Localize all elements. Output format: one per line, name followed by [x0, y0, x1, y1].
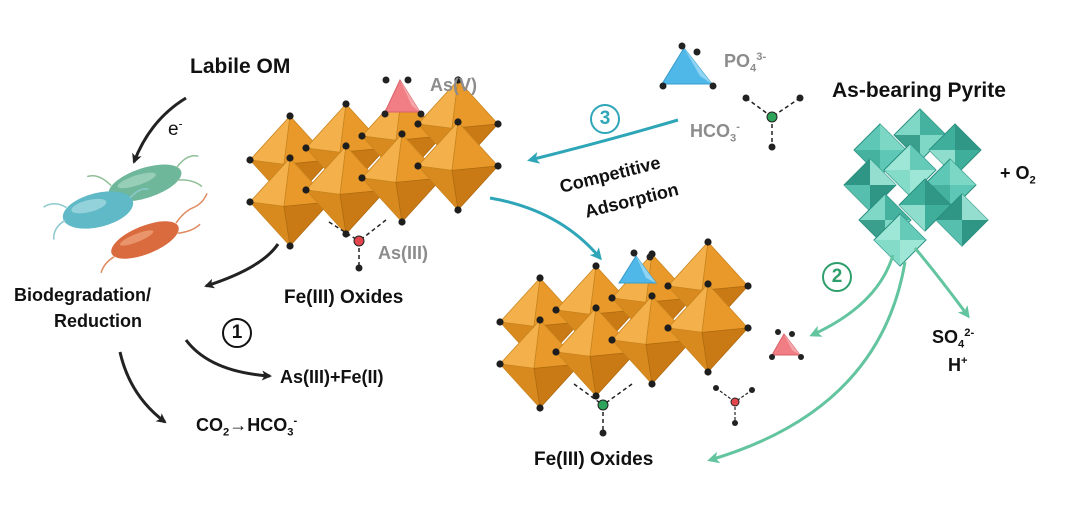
proton-label: H+ — [948, 355, 968, 375]
fe-oxide-sheet-left — [246, 76, 502, 250]
arrow-pyrite-to-as5 — [809, 254, 895, 337]
arrow-to-co2 — [118, 351, 167, 424]
pyrite-cluster — [843, 108, 989, 267]
arrow-to-products — [184, 339, 272, 381]
hco3-pendant-right — [573, 383, 633, 437]
arrow-pyrite-to-sulfate — [913, 247, 970, 319]
as5-label: As(V) — [430, 75, 478, 95]
bacteria-cluster — [43, 155, 208, 274]
arrow-pyrite-to-oxide — [707, 261, 907, 464]
arrow-oxide-to-biodegradation — [204, 243, 280, 289]
products-label: As(III)+Fe(II) — [280, 367, 384, 387]
electron-label: e- — [168, 117, 183, 140]
pyrite-label: As-bearing Pyrite — [832, 79, 1006, 102]
as3-pendant-left — [328, 219, 387, 272]
o2-label: + O2 — [1000, 163, 1036, 187]
fe-oxides-right-label: Fe(III) Oxides — [534, 449, 654, 470]
as3-released — [713, 385, 755, 426]
as5-released — [769, 329, 804, 360]
co2-label: CO2→HCO3- — [196, 415, 298, 439]
step-one-marker: 1 — [222, 318, 252, 348]
arrow-competitive-adsorption — [527, 118, 679, 164]
arrow-om-to-bacteria — [132, 96, 187, 164]
labile-om-label: Labile OM — [190, 55, 291, 78]
sulfate-label: SO42- — [932, 327, 975, 351]
as3-label: As(III) — [378, 243, 429, 263]
as5-tetrahedron — [381, 76, 425, 118]
po4-label: PO43- — [724, 51, 767, 75]
fe-oxide-sheet-right — [496, 238, 752, 412]
po4-adsorbed — [618, 249, 657, 284]
hco3-trigonal — [742, 94, 804, 151]
biodegradation-label: Biodegradation/ — [14, 285, 152, 305]
arrow-sheet-transfer — [489, 196, 602, 261]
hco3-label: HCO3- — [690, 121, 740, 145]
step-three-marker: 3 — [590, 104, 620, 134]
reduction-label: Reduction — [54, 311, 142, 331]
fe-oxides-left-label: Fe(III) Oxides — [284, 287, 404, 308]
bacterium-orange — [100, 193, 208, 274]
bacterium-blue — [43, 188, 149, 240]
step-two-marker: 2 — [822, 262, 852, 292]
po4-tetrahedron — [659, 42, 717, 90]
